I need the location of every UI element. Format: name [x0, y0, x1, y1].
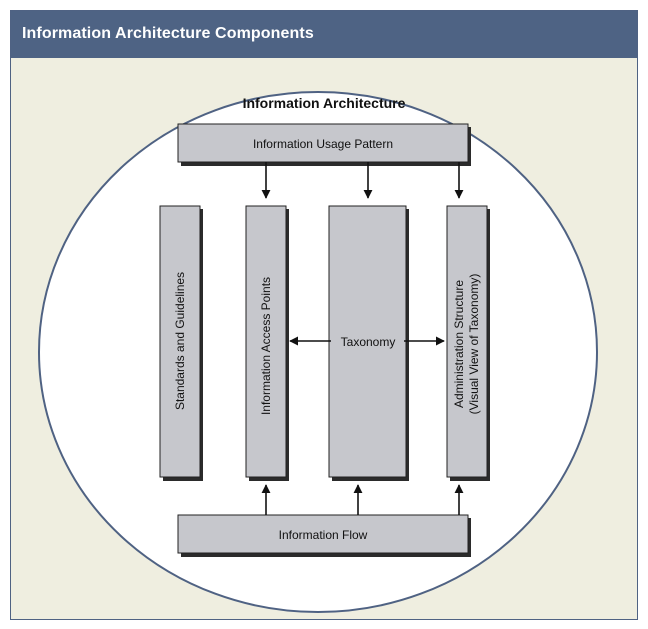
admin-structure-box	[446, 205, 488, 478]
admin-structure-label-line2: (Visual View of Taxonomy)	[467, 274, 481, 415]
flow-box	[177, 514, 469, 554]
usage-pattern-box	[177, 123, 469, 163]
usage-pattern-label: Information Usage Pattern	[253, 137, 393, 151]
admin-structure-label-line1: Administration Structure	[452, 280, 466, 408]
access-points-label: Information Access Points	[259, 277, 273, 415]
panel-title: Information Architecture Components	[22, 25, 314, 42]
taxonomy-box	[328, 205, 407, 478]
panel-header: Information Architecture Components	[11, 11, 637, 58]
diagram-title: Information Architecture	[243, 95, 406, 111]
access-points-box	[245, 205, 287, 478]
taxonomy-label: Taxonomy	[341, 335, 396, 349]
standards-box	[159, 205, 201, 478]
flow-label: Information Flow	[279, 528, 368, 542]
standards-label: Standards and Guidelines	[173, 272, 187, 410]
